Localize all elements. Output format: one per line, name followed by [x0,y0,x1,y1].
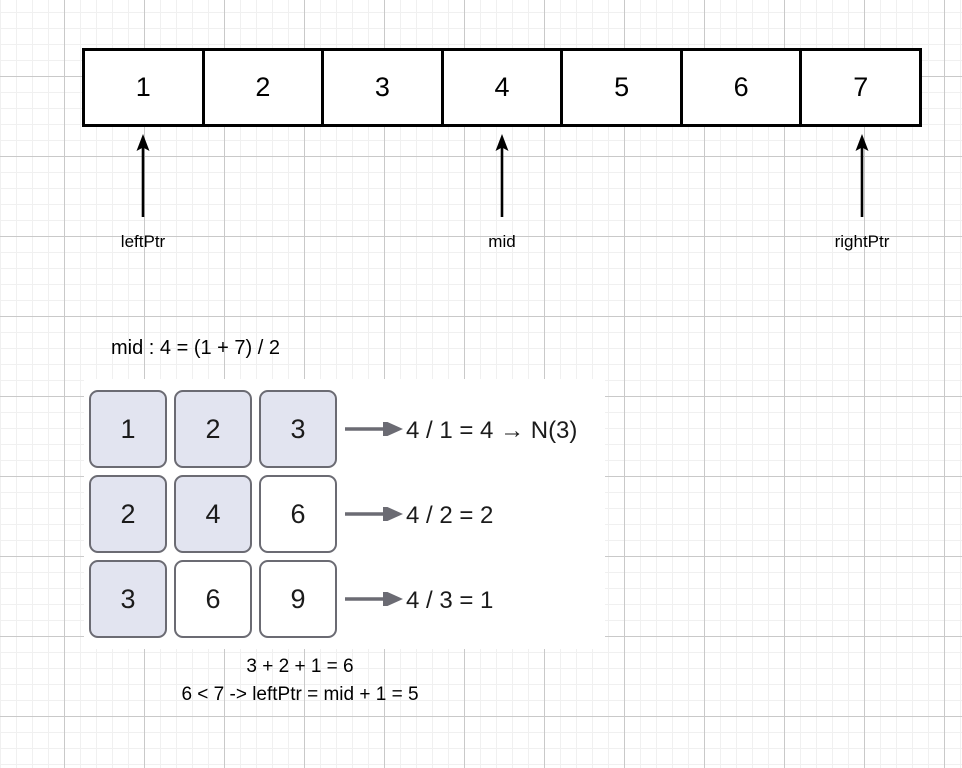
leftptr-arrow-icon [136,134,150,217]
grid-cell: 6 [174,560,252,638]
rightptr-label: rightPtr [834,232,890,251]
mid-label: mid [488,232,516,251]
grid-cell: 4 [174,475,252,553]
array-cell: 2 [205,51,325,124]
leftptr-label: leftPtr [120,232,166,251]
row-equation: 4 / 1 = 4 → N(3) [406,417,578,444]
summary-block: 3 + 2 + 1 = 6 6 < 7 -> leftPtr = mid + 1… [90,653,510,708]
array-cell: 1 [85,51,205,124]
row-equation: 4 / 3 = 1 [406,587,494,614]
grid-cell: 1 [89,390,167,468]
summary-line-1: 3 + 2 + 1 = 6 [246,656,354,677]
grid-cell: 2 [89,475,167,553]
grid-cell: 3 [259,390,337,468]
array-cell: 4 [444,51,564,124]
row-equation: 4 / 2 = 2 [406,502,494,529]
grid-cell: 9 [259,560,337,638]
array-cell: 5 [563,51,683,124]
array-cell: 7 [853,72,869,102]
summary-line-2: 6 < 7 -> leftPtr = mid + 1 = 5 [181,683,419,705]
mid-formula-text: mid : 4 = (1 + 7) / 2 [111,337,280,359]
array-cell: 3 [324,51,444,124]
grid-cell: 2 [174,390,252,468]
mid-arrow-icon [495,134,509,217]
multiplication-grid: 1 2 3 2 4 6 3 6 9 [89,390,337,638]
grid-cell: 6 [259,475,337,553]
row-connector-arrow-icon [345,422,403,436]
grid-cell: 3 [89,560,167,638]
grid-white-panel [84,379,605,649]
rightptr-arrow-icon [855,134,869,217]
array-cell: 6 [683,51,803,124]
array-row: 1 2 3 4 5 6 7 [82,48,922,127]
row-connector-arrow-icon [345,592,403,606]
row-connector-arrow-icon [345,507,403,521]
